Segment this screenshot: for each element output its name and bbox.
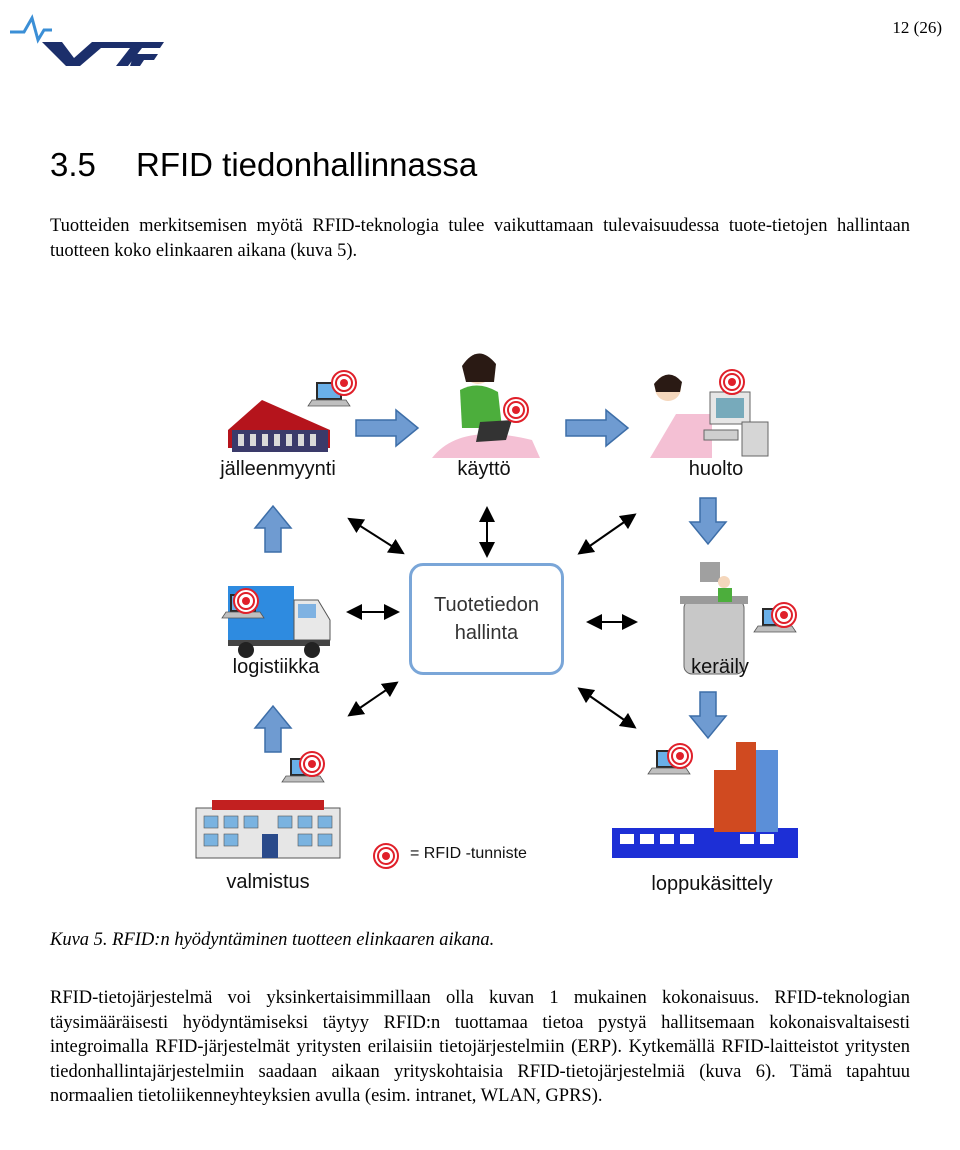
vtt-logo (10, 14, 164, 66)
person-using-laptop-icon (432, 353, 540, 458)
flow-arrow-up (253, 504, 293, 553)
product-data-management-box: Tuotetiedon hallinta (409, 563, 564, 675)
intro-paragraph: Tuotteiden merkitsemisen myötä RFID-tekn… (50, 216, 910, 261)
center-box-line1: Tuotetiedon (434, 594, 539, 616)
page-number: 12 (26) (892, 18, 942, 37)
factory-icon (195, 800, 341, 859)
node-label-use: käyttö (457, 458, 511, 480)
section-number: 3.5 (50, 146, 96, 183)
node-label-resale: jälleenmyynti (220, 458, 336, 480)
info-exchange-arrow (347, 681, 399, 717)
store-icon (228, 400, 330, 452)
info-exchange-arrow (347, 517, 405, 555)
legend-rfid-icon (373, 843, 399, 869)
recycling-bin-icon (680, 562, 748, 675)
flow-arrow-down (688, 497, 728, 546)
info-exchange-arrow (577, 513, 637, 555)
section-heading: 3.5 RFID tiedonhallinnassa (50, 146, 477, 184)
info-exchange-arrow (577, 687, 637, 729)
service-technician-icon (650, 374, 769, 458)
rfid-tag-icon (503, 397, 529, 423)
lifecycle-figure: jälleenmyynti käyttö huolto logistiikka … (0, 330, 960, 910)
flow-arrow-right (355, 408, 420, 448)
node-label-disposal: loppukäsittely (651, 873, 773, 895)
rfid-tag-icon (233, 588, 259, 614)
center-box-line2: hallinta (454, 622, 519, 644)
rfid-tag-icon (771, 602, 797, 628)
figure-caption: Kuva 5. RFID:n hyödyntäminen tuotteen el… (50, 930, 495, 950)
node-label-logistics: logistiikka (232, 656, 320, 678)
lifecycle-diagram (195, 353, 798, 869)
node-label-manufacturing: valmistus (226, 871, 310, 893)
body-paragraph: RFID-tietojärjestelmä voi yksinkertaisim… (50, 988, 910, 1107)
rfid-tag-icon (331, 370, 357, 396)
flow-arrow-down (688, 691, 728, 740)
rfid-tag-icon (299, 751, 325, 777)
flow-arrow-right (565, 408, 630, 448)
legend-text: = RFID -tunniste (410, 845, 527, 862)
disposal-plant-icon (612, 742, 798, 858)
flow-arrow-up (253, 704, 293, 753)
node-label-collection: keräily (691, 656, 749, 678)
node-label-maintenance: huolto (688, 458, 744, 480)
rfid-tag-icon (719, 369, 745, 395)
rfid-tag-icon (667, 743, 693, 769)
section-title: RFID tiedonhallinnassa (136, 146, 478, 183)
